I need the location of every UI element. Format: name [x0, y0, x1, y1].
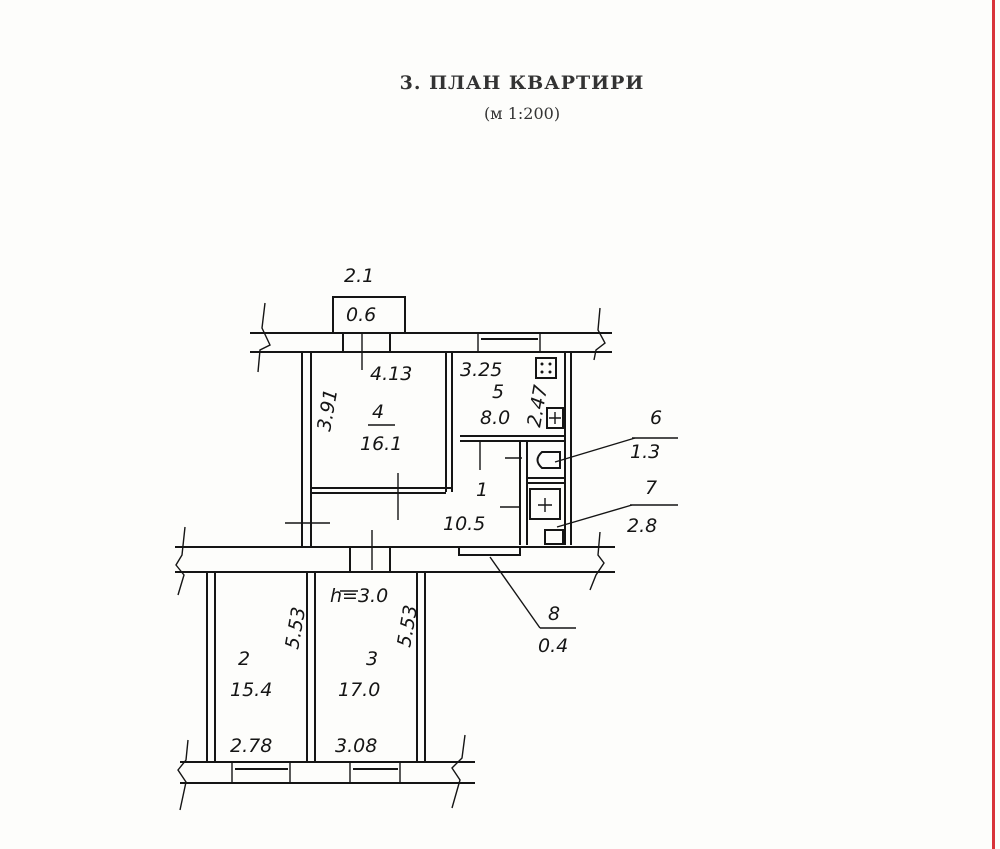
room-1-area: 10.5	[443, 513, 485, 535]
room-7-number: 7	[645, 477, 657, 499]
room-2-area: 15.4	[230, 679, 272, 701]
room-1-number: 1	[476, 479, 488, 501]
room-3-area: 17.0	[338, 679, 380, 701]
room-8-number: 8	[548, 603, 560, 625]
scale-label: (м 1:200)	[483, 104, 561, 123]
room-5-area: 8.0	[480, 407, 510, 429]
room-6-number: 6	[650, 407, 662, 429]
ceiling-height: h=3.0	[330, 585, 388, 607]
plan-labels: 2.1 0.6 4.13 4 16.1 3.91 3.25 5 8.0 2.47…	[230, 265, 662, 757]
room-4-width: 4.13	[370, 363, 412, 385]
margin-line	[992, 0, 995, 849]
room-4-number: 4	[372, 401, 384, 423]
walls	[175, 296, 678, 811]
room-5-width: 3.25	[460, 359, 502, 381]
balcony-area: 0.6	[346, 304, 376, 326]
room-4-area: 16.1	[360, 433, 402, 455]
room-7-area: 2.8	[627, 515, 657, 537]
room-6-area: 1.3	[630, 441, 660, 463]
room-5-number: 5	[492, 381, 504, 403]
balcony-width: 2.1	[344, 265, 374, 287]
room-3-number: 3	[366, 648, 378, 670]
room-2-number: 2	[238, 648, 250, 670]
room-8-area: 0.4	[538, 635, 568, 657]
room-2-width: 2.78	[230, 735, 272, 757]
page-title: 3. ПЛАН КВАРТИРИ	[399, 72, 645, 94]
room-3-width: 3.08	[335, 735, 377, 757]
room-2-length: 5.53	[281, 605, 310, 650]
room-4-length: 3.91	[313, 387, 342, 432]
